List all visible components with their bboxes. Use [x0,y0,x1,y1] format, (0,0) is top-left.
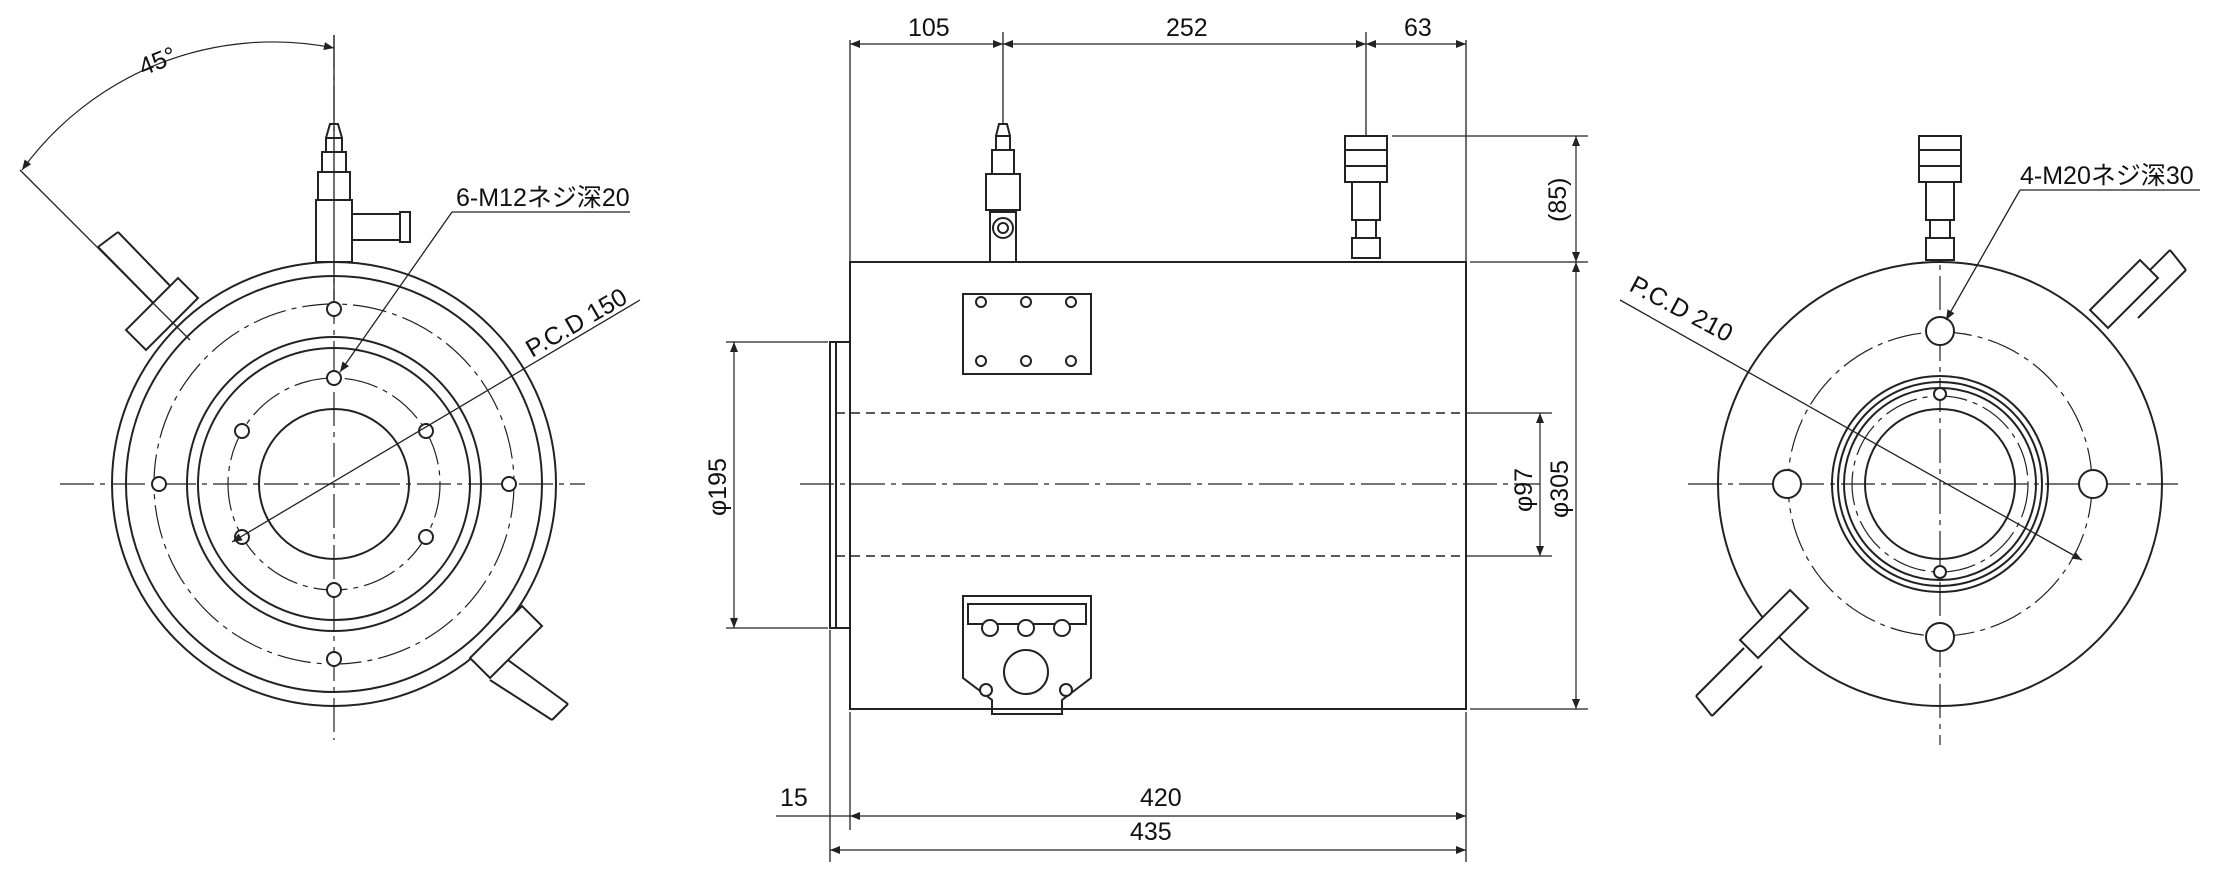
dim-435: 435 [1130,818,1172,846]
dim-phi195: φ195 [704,458,732,516]
pcd-150-label: P.C.D 150 [521,283,632,363]
dim-63: 63 [1404,14,1432,42]
dim-420: 420 [1140,784,1182,812]
dim-105: 105 [908,14,950,42]
right-view: 4-M20ネジ深30 P.C.D 210 [1619,135,2200,745]
thread-note-4m20: 4-M20ネジ深30 [2020,162,2194,190]
dim-252: 252 [1166,14,1208,42]
left-view: 45° 6-M12ネジ深20 P.C.D 150 [19,35,641,740]
front-view: 105 252 63 (85) φ305 φ97 φ195 15 420 435 [704,14,1588,862]
dim-phi305: φ305 [1546,460,1574,518]
pcd-210-label: P.C.D 210 [1625,271,1737,348]
dim-phi97: φ97 [1510,468,1538,512]
dim-85: (85) [1544,178,1572,222]
dim-15: 15 [780,784,808,812]
thread-note-6m12: 6-M12ネジ深20 [456,184,630,212]
angle-label: 45° [135,41,181,81]
